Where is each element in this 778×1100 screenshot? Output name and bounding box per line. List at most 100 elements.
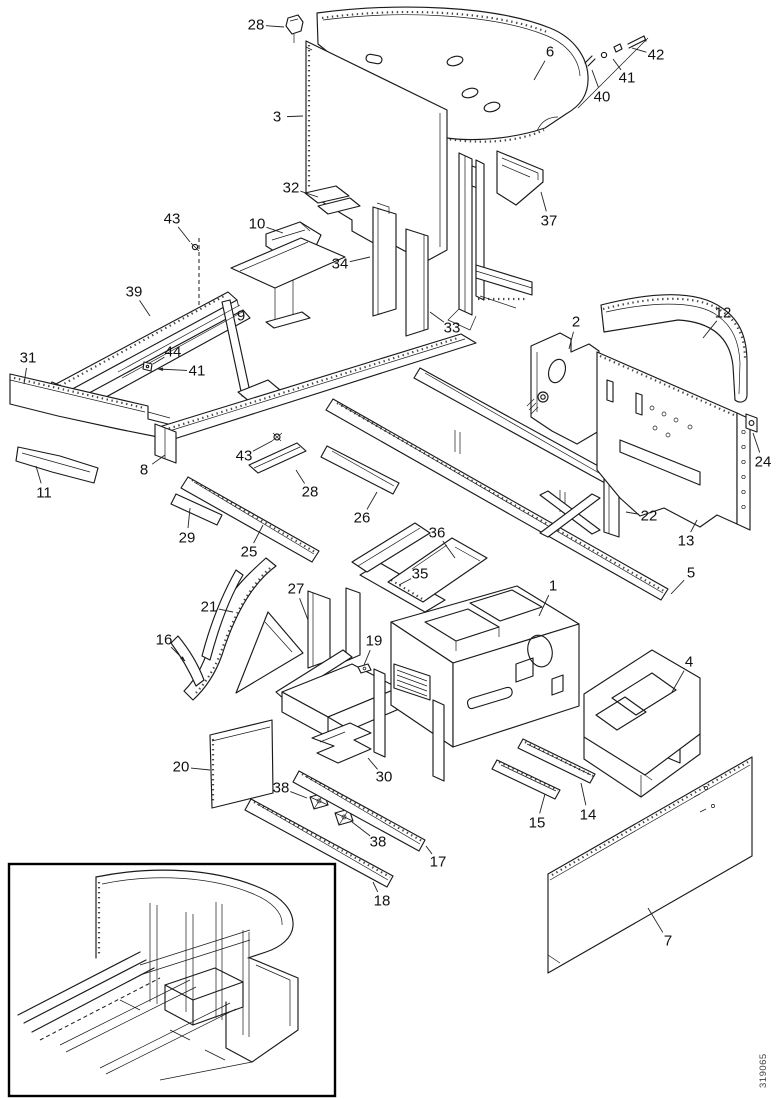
leader-line: [190, 767, 211, 771]
leader-line: [177, 226, 191, 243]
callout-19: 19: [366, 633, 383, 650]
callout-16: 16: [156, 632, 173, 649]
xbrace-bracket: [539, 490, 601, 538]
part-9-crossmember: [230, 237, 346, 329]
leader-line: [671, 670, 685, 693]
part-30-bracket: [311, 722, 372, 764]
callout-27: 27: [288, 581, 305, 598]
part-28-bar: [248, 442, 307, 474]
callout-40: 40: [594, 89, 611, 106]
leader-line: [157, 367, 188, 372]
part-12-rail: [600, 294, 748, 403]
leader-line: [236, 299, 240, 307]
leader-line: [367, 757, 378, 770]
part-18-rail: [244, 798, 394, 888]
callout-6: 6: [546, 44, 554, 61]
part-11-bracket: [15, 446, 99, 484]
callout-36: 36: [429, 525, 446, 542]
leader-line: [372, 881, 379, 893]
callout-37: 37: [541, 213, 558, 230]
leader-line: [35, 465, 42, 484]
callout-41: 41: [189, 363, 206, 380]
part-37-bracket: [496, 150, 544, 206]
leader-line: [752, 432, 761, 453]
callout-30: 30: [376, 769, 393, 786]
pillar-column: [447, 152, 533, 331]
part-39-frame: [45, 291, 281, 409]
callout-28: 28: [302, 484, 319, 501]
part-31-channel: [9, 373, 177, 441]
callout-12: 12: [715, 305, 732, 322]
part-19-grommet: [357, 663, 372, 674]
leader-line: [670, 579, 685, 595]
part-32-bracket: [304, 185, 361, 215]
callout-26: 26: [354, 510, 371, 527]
inset-assembled-view: [7, 862, 337, 1098]
leader-line: [690, 519, 698, 533]
callout-8: 8: [140, 462, 148, 479]
bolt-44-41: [142, 361, 153, 372]
leader-line: [295, 469, 306, 484]
callout-22: 22: [641, 508, 658, 525]
leader-line: [540, 191, 547, 212]
part-7-panel: [547, 756, 753, 974]
leader-line: [139, 300, 151, 317]
leader-line: [612, 58, 622, 71]
part-26-bar: [320, 445, 400, 495]
part-29-strip: [170, 493, 223, 526]
inset-frame: [7, 862, 337, 1098]
parts-artwork: [7, 6, 758, 1098]
leader-line: [580, 782, 587, 806]
leader-line: [266, 226, 284, 234]
leader-line: [218, 608, 234, 613]
callout-35: 35: [412, 566, 429, 583]
callout-15: 15: [529, 815, 546, 832]
leader-line: [187, 507, 191, 529]
callout-24: 24: [755, 454, 772, 471]
leader-line: [286, 115, 304, 118]
part-16-sliver: [170, 635, 205, 687]
part-4-bracket: [583, 649, 701, 798]
part-2-panel: [526, 332, 600, 445]
callout-2: 2: [572, 314, 580, 331]
callout-28: 28: [248, 17, 265, 34]
callout-7: 7: [664, 933, 672, 950]
part-8-beam: [154, 333, 477, 464]
leader-line: [429, 311, 445, 323]
leader-line: [647, 907, 664, 933]
leader-line: [442, 540, 456, 559]
callout-17: 17: [430, 854, 447, 871]
rear-wall-panel: [596, 351, 751, 531]
callout-9: 9: [237, 308, 245, 325]
callout-44: 44: [165, 344, 182, 361]
part-1-console: [373, 585, 681, 782]
part-21-band: [183, 557, 277, 701]
callout-10: 10: [249, 216, 266, 233]
callout-3: 3: [273, 109, 281, 126]
part-36-35-duct: [351, 522, 488, 613]
callout-13: 13: [678, 533, 695, 550]
callout-43: 43: [236, 448, 253, 465]
leader-line: [253, 524, 264, 544]
part-34-panel: [372, 202, 397, 317]
callout-29: 29: [179, 530, 196, 547]
leader-line: [702, 320, 718, 339]
leader-line: [398, 578, 412, 586]
leader-line: [568, 331, 574, 350]
callout-43: 43: [164, 211, 181, 228]
leader-line: [591, 69, 599, 88]
figure-number: 319065: [758, 1053, 769, 1088]
callout-11: 11: [36, 485, 52, 502]
part-33-panel: [405, 228, 429, 337]
leader-line: [625, 511, 640, 515]
part-24-clip: [745, 413, 758, 433]
leader-line: [299, 598, 309, 621]
part-17-rail: [292, 770, 426, 852]
callout-39: 39: [126, 284, 143, 301]
callout-14: 14: [580, 807, 597, 824]
callout-38: 38: [273, 780, 290, 797]
callout-20: 20: [173, 759, 190, 776]
part-15-rail: [491, 759, 561, 800]
